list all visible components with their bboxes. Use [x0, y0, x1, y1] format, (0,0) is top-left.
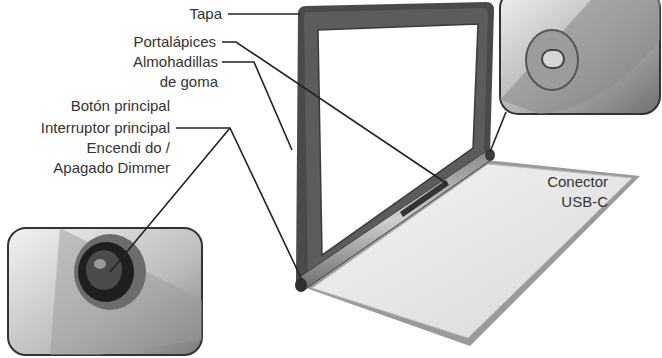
part-label: Tapa: [189, 4, 222, 24]
part-label: Botón principal: [71, 96, 170, 116]
part-label: Interruptor principal: [41, 118, 170, 138]
part-label: Encendi do / Apagado Dimmer: [42, 138, 170, 178]
part-label: Portalápices: [133, 32, 216, 52]
part-label: Almohadillas de goma: [122, 52, 218, 92]
part-label: Conector USB-C: [528, 172, 608, 212]
